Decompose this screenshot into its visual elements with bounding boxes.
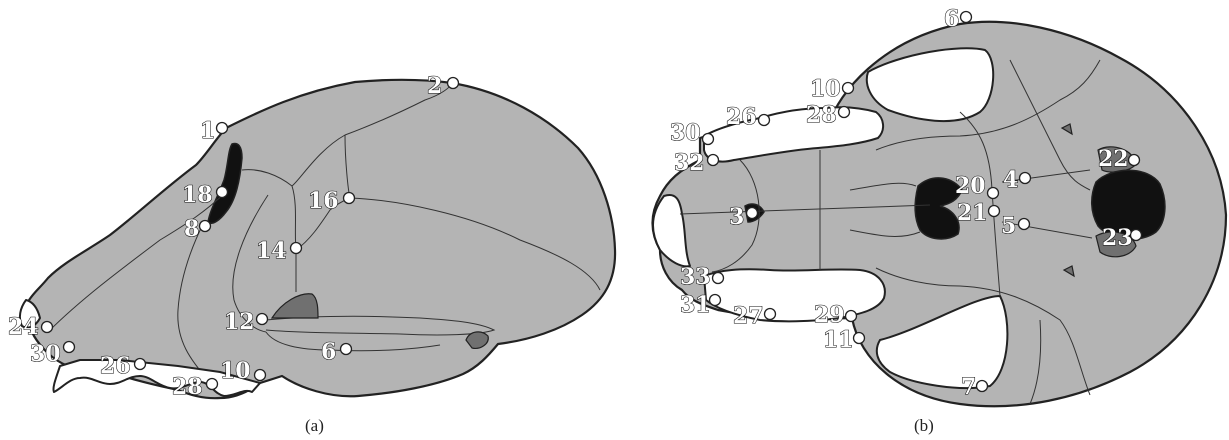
landmark-marker [1129, 155, 1140, 166]
landmark-label: 30 [30, 341, 61, 367]
landmark-marker [839, 107, 850, 118]
landmark-label: 6 [321, 339, 336, 365]
landmark-marker [961, 12, 972, 23]
landmark-marker [710, 295, 721, 306]
landmark-label: 20 [955, 173, 986, 199]
panel-b-caption: (b) [914, 416, 934, 435]
landmark-marker [1019, 219, 1030, 230]
landmark-marker [843, 83, 854, 94]
landmark-marker [977, 381, 988, 392]
landmark-marker [135, 359, 146, 370]
landmark-marker [448, 78, 459, 89]
landmark-label: 24 [8, 314, 39, 340]
landmark-marker [217, 187, 228, 198]
landmark-label: 30 [670, 120, 701, 146]
lateral-skull-view [20, 80, 615, 398]
landmark-marker [846, 311, 857, 322]
landmark-marker [989, 206, 1000, 217]
panel-a-caption: (a) [305, 416, 324, 435]
landmark-label: 29 [814, 302, 845, 328]
landmark-label: 23 [1102, 225, 1133, 251]
landmark-marker [341, 344, 352, 355]
landmark-marker [344, 193, 355, 204]
landmark-label: 8 [184, 216, 199, 242]
landmark-marker [759, 115, 770, 126]
landmark-marker [217, 123, 228, 134]
landmark-marker [64, 342, 75, 353]
landmark-label: 22 [1098, 146, 1129, 172]
landmark-label: 14 [256, 238, 287, 264]
landmark-marker [207, 379, 218, 390]
landmark-label: 28 [172, 374, 203, 400]
landmark-label: 7 [961, 374, 976, 400]
landmark-label: 16 [308, 188, 339, 214]
landmark-label: 26 [100, 353, 131, 379]
landmark-marker [1020, 173, 1031, 184]
landmark-label: 4 [1003, 167, 1018, 193]
landmark-marker [747, 208, 758, 219]
landmark-label: 11 [823, 327, 854, 353]
landmark-label: 10 [220, 358, 251, 384]
landmark-label: 5 [1001, 213, 1016, 239]
landmark-label: 32 [674, 150, 705, 176]
landmark-label: 28 [806, 102, 837, 128]
lower-tooth-row [704, 269, 885, 321]
landmark-label: 2 [427, 73, 442, 99]
landmark-marker [257, 314, 268, 325]
landmark-marker [854, 333, 865, 344]
landmark-label: 6 [944, 6, 959, 32]
landmark-marker [42, 322, 53, 333]
landmark-label: 31 [680, 292, 711, 318]
landmark-label: 18 [182, 182, 213, 208]
landmark-label: 3 [729, 204, 744, 230]
landmark-marker [200, 221, 211, 232]
landmark-label: 1 [200, 118, 215, 144]
landmark-marker [988, 188, 999, 199]
landmark-marker [291, 243, 302, 254]
landmark-marker [255, 370, 266, 381]
landmark-label: 26 [726, 104, 757, 130]
landmark-marker [713, 273, 724, 284]
landmark-label: 12 [224, 309, 255, 335]
landmark-label: 10 [810, 76, 841, 102]
landmark-label: 27 [733, 303, 764, 329]
landmark-marker [708, 155, 719, 166]
landmark-marker [765, 309, 776, 320]
landmark-marker [703, 134, 714, 145]
landmark-label: 21 [957, 200, 988, 226]
landmark-label: 33 [680, 264, 711, 290]
